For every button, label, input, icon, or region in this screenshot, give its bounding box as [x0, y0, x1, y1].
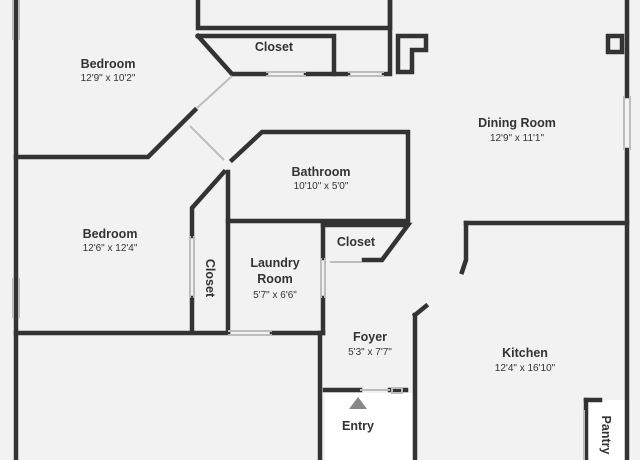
laundry-room-name-line1: Laundry	[250, 256, 299, 270]
bedroom-1-name: Bedroom	[81, 57, 136, 71]
bathroom-name: Bathroom	[291, 165, 350, 179]
entry-arrow-icon	[349, 397, 367, 409]
closet-mid-name: Closet	[337, 235, 376, 249]
bedroom-2-dims: 12'6" x 12'4"	[83, 243, 138, 254]
foyer-dims: 5'3" x 7'7"	[348, 347, 392, 358]
pantry-name: Pantry	[599, 416, 613, 455]
entry-area	[325, 393, 415, 460]
dining-room-name: Dining Room	[478, 116, 556, 130]
laundry-room-name-line2: Room	[257, 272, 292, 286]
bedroom-2-name: Bedroom	[83, 227, 138, 241]
openings	[12, 0, 631, 460]
closet-vertical-name: Closet	[203, 259, 217, 298]
dining-room-dims: 12'9" x 11'1"	[490, 133, 545, 144]
entry-name: Entry	[342, 419, 374, 433]
walls	[13, 0, 630, 460]
foyer-name: Foyer	[353, 330, 387, 344]
bedroom-1-dims: 12'9" x 10'2"	[81, 73, 136, 84]
closet-top-name: Closet	[255, 40, 294, 54]
kitchen-name: Kitchen	[502, 346, 548, 360]
pantry-area	[586, 400, 626, 460]
bathroom-dims: 10'10" x 5'0"	[294, 181, 349, 192]
kitchen-dims: 12'4" x 16'10"	[495, 363, 556, 374]
laundry-room-dims: 5'7" x 6'6"	[253, 290, 297, 301]
